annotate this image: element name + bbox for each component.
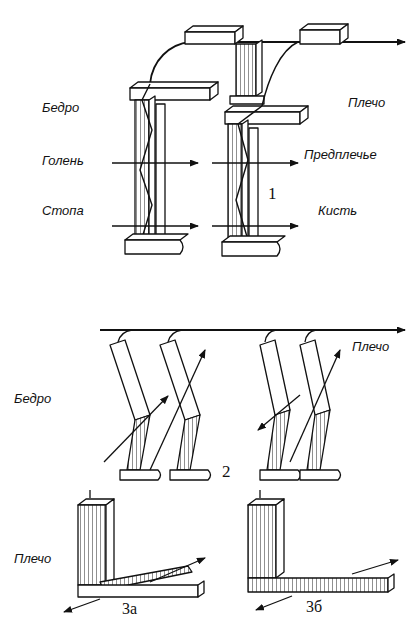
figure-number: 3б: [306, 598, 322, 616]
part-name: Бедро: [42, 101, 79, 116]
part-name: Стопа: [42, 204, 84, 219]
figure-number: 2: [222, 462, 231, 482]
part-name: Кисть: [318, 204, 357, 219]
part-name: Плечо: [348, 96, 385, 111]
figure-number: 3а: [122, 600, 137, 618]
part-name: Голень: [42, 154, 84, 169]
part-name: Плечо: [352, 340, 389, 355]
part-name: Предплечье: [304, 148, 377, 163]
part-name: Плечо: [14, 552, 51, 567]
part-name: Бедро: [14, 392, 51, 407]
figure-number: 1: [268, 184, 277, 204]
